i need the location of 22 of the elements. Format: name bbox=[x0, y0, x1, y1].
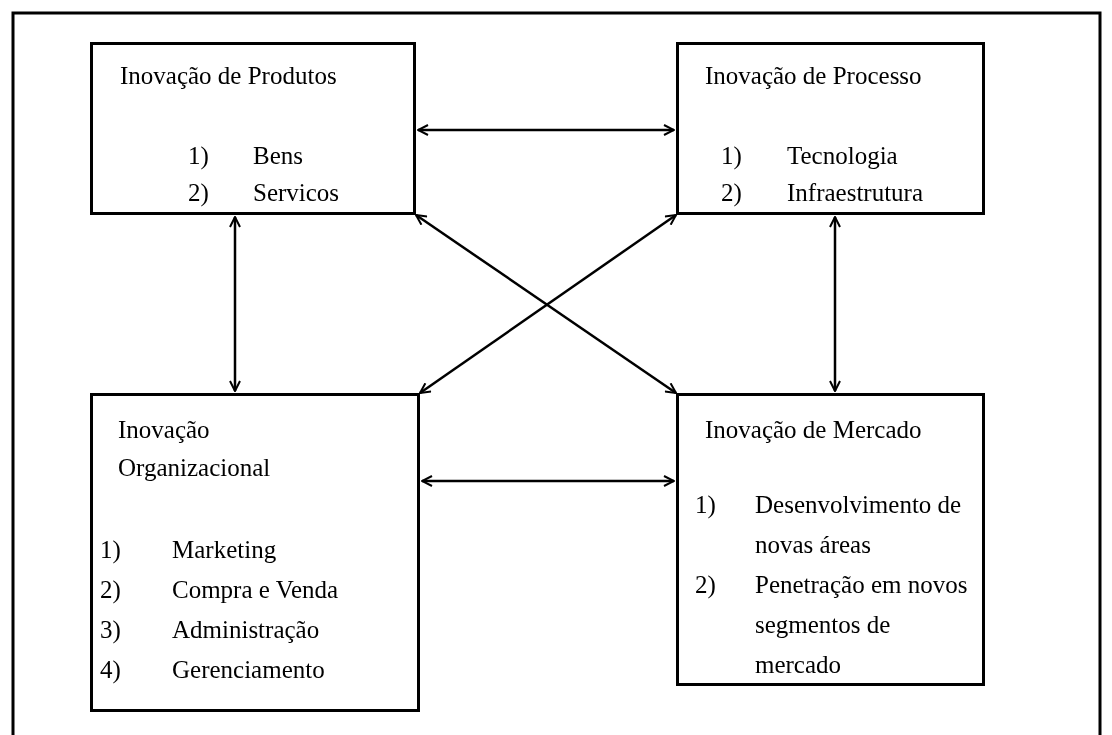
category-box bbox=[90, 42, 416, 215]
box-heading: Inovação de Produtos bbox=[120, 61, 338, 91]
double-arrow bbox=[421, 475, 675, 487]
double-arrow bbox=[829, 216, 841, 392]
box-heading: Inovação de Processo bbox=[705, 61, 923, 91]
category-box bbox=[676, 393, 985, 686]
list-item: 3) Administração bbox=[100, 615, 321, 646]
list-item: 2) Compra e Venda bbox=[100, 575, 340, 606]
list-item: 2) Infraestrutura bbox=[721, 178, 925, 209]
list-item: 2) Servicos bbox=[188, 178, 341, 209]
list-item: 1) Tecnologia bbox=[721, 141, 899, 172]
box-heading: Inovação Organizacional bbox=[118, 415, 272, 483]
category-box bbox=[90, 393, 420, 712]
list-item: 2) Penetração em novos segmentos de mercado bbox=[695, 570, 969, 680]
category-box bbox=[676, 42, 985, 215]
list-item: 4) Gerenciamento bbox=[100, 655, 326, 686]
list-item: 1) Marketing bbox=[100, 535, 278, 566]
double-arrow bbox=[417, 124, 675, 136]
list-item: 1) Desenvolvimento de novas áreas bbox=[695, 490, 963, 560]
box-heading: Inovação de Mercado bbox=[705, 415, 923, 445]
list-item: 1) Bens bbox=[188, 141, 304, 172]
double-arrow bbox=[229, 216, 241, 392]
